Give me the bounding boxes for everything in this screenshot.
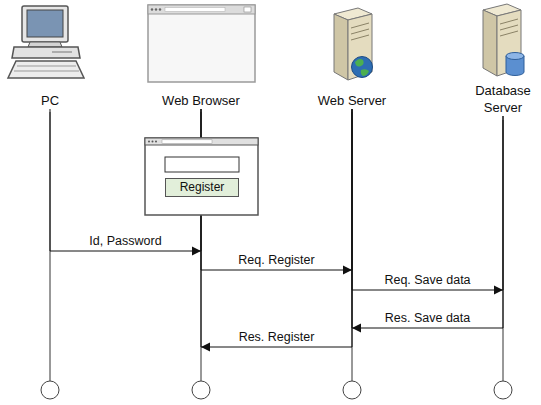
message-label: Res. Register xyxy=(237,330,317,345)
database-server-icon xyxy=(483,4,524,76)
message-label: Req. Register xyxy=(236,253,316,268)
arrow-head xyxy=(352,324,361,333)
participant-name: Database Server xyxy=(465,82,541,116)
pc-icon xyxy=(8,6,84,78)
arrow-head xyxy=(192,247,201,256)
participant-name: Web Server xyxy=(300,92,404,109)
message-arrow xyxy=(352,109,503,328)
button-text: Register xyxy=(180,180,225,195)
arrow-head xyxy=(494,286,503,295)
message-label: Id, Password xyxy=(87,234,163,249)
participant-label: Database Server xyxy=(465,82,541,116)
lifelines xyxy=(50,112,503,381)
participant-label: PC xyxy=(18,92,82,109)
participant-name: PC xyxy=(18,92,82,109)
arrow-head xyxy=(343,266,352,275)
web-server-icon xyxy=(334,8,373,80)
message-label: Res. Save data xyxy=(383,311,472,326)
participant-label: Web Browser xyxy=(144,92,258,109)
participant-name: Web Browser xyxy=(144,92,258,109)
message-label: Req. Save data xyxy=(382,273,472,288)
lifeline-ends xyxy=(41,381,512,399)
participant-label: Web Server xyxy=(300,92,404,109)
browser-icon xyxy=(148,5,255,82)
arrow-head xyxy=(201,343,210,352)
message-arrow xyxy=(352,109,503,290)
register-button: Register xyxy=(165,178,239,197)
